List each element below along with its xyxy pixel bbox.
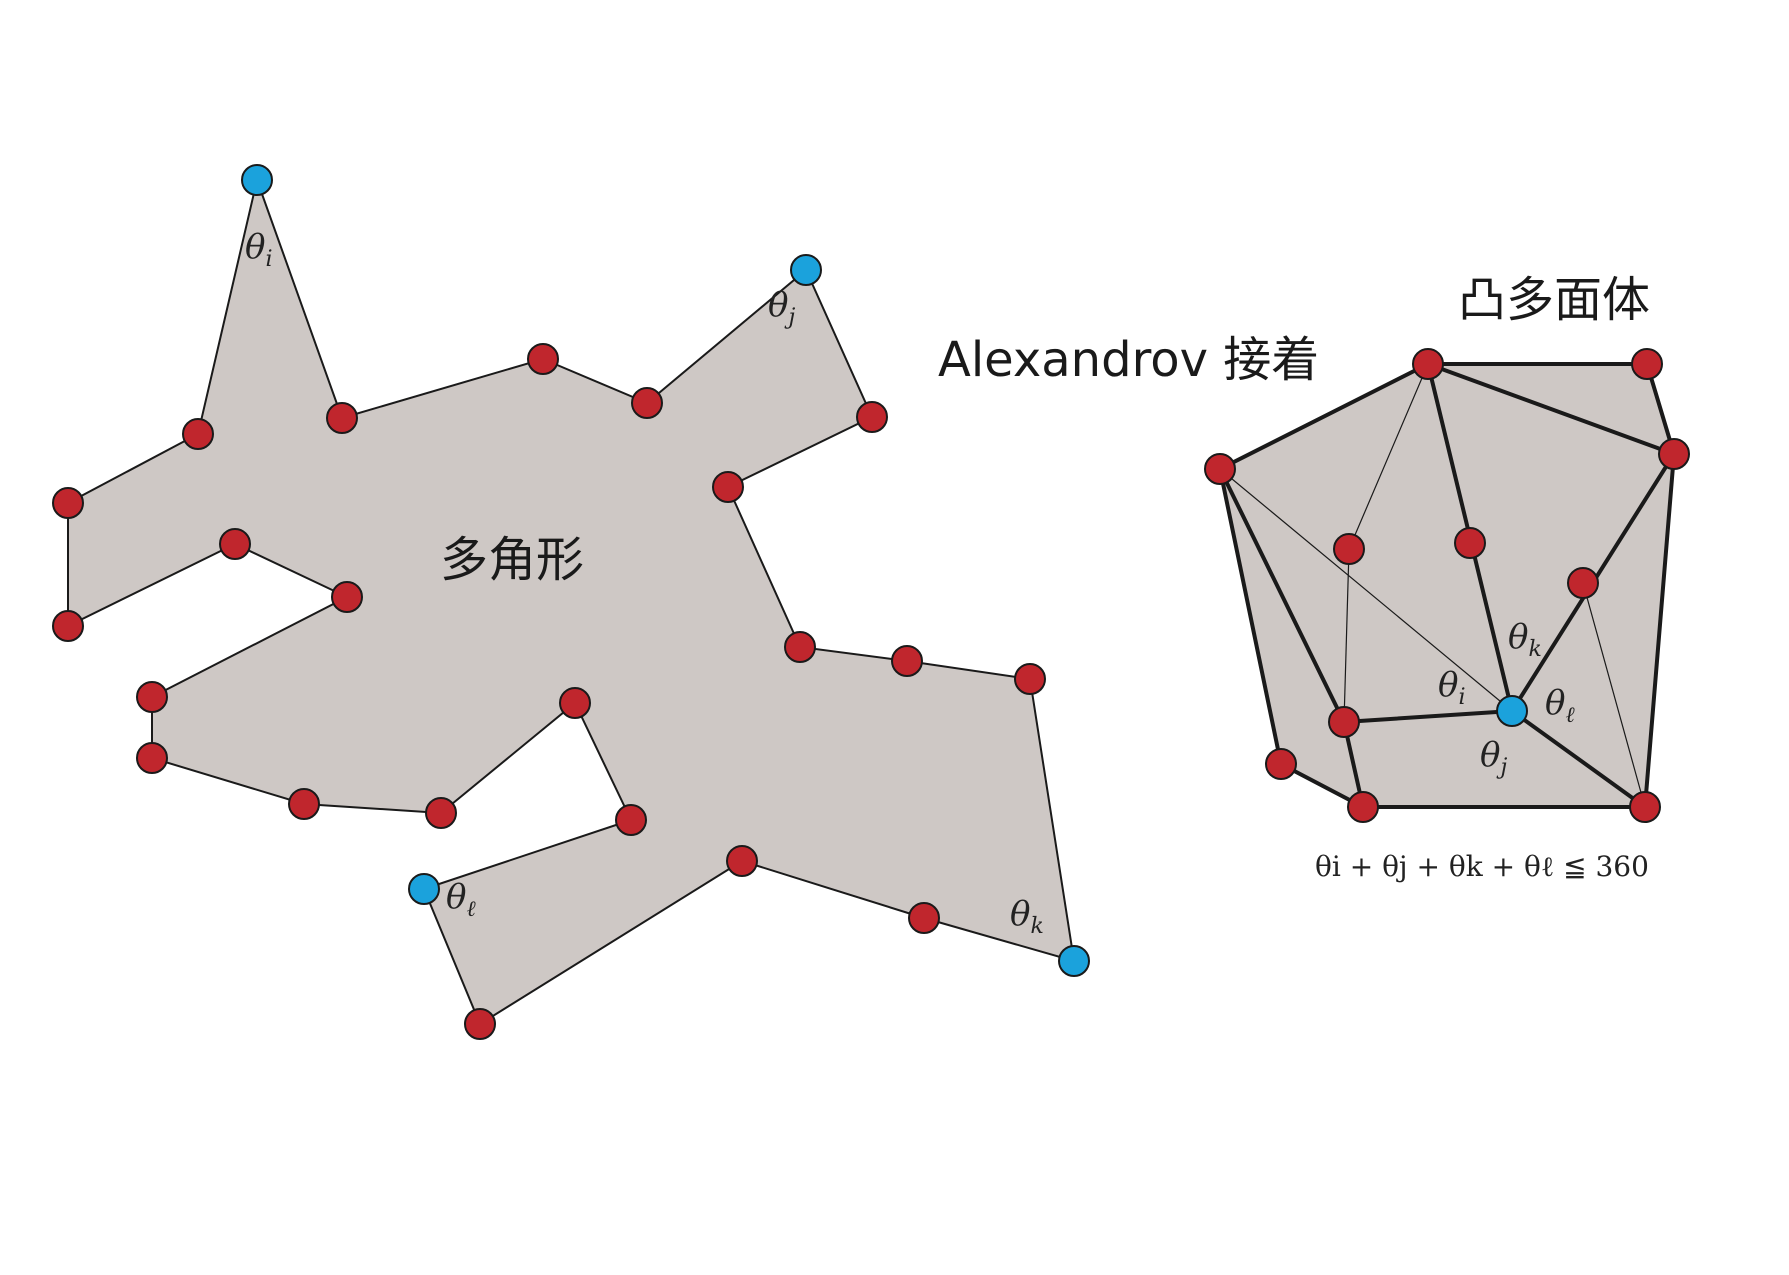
vertex [425,797,457,829]
vertex [182,418,214,450]
vertex-theta-l [408,873,440,905]
vertex [726,845,758,877]
polyhedron-blue-vertex [1496,695,1528,727]
poly-angle-label-theta-j: θj [1480,735,1507,780]
vertex [1412,348,1444,380]
vertex [52,610,84,642]
vertex [288,788,320,820]
polyhedron-thin-edges [1219,363,1646,808]
polygon-red-vertices [52,343,1046,1040]
vertex [1454,527,1486,559]
vertex [464,1008,496,1040]
vertex [615,804,647,836]
vertex-theta-k [1058,945,1090,977]
vertex [1014,663,1046,695]
vertex [712,471,744,503]
vertex [52,487,84,519]
vertex [1567,567,1599,599]
vertex [326,402,358,434]
vertex [1204,453,1236,485]
polyhedron-title: 凸多面体 [1458,272,1650,328]
vertex [784,631,816,663]
vertex [631,387,663,419]
polygon-shape [67,176,1076,1026]
vertex [856,401,888,433]
angle-sum-formula: θi + θj + θk + θℓ ≦ 360 [1315,850,1649,883]
vertex [1265,748,1297,780]
vertex [1629,791,1661,823]
polygon-figure: θi θj θk θℓ 多角形 [52,164,1090,1040]
vertex [219,528,251,560]
vertex [136,681,168,713]
poly-angle-label-theta-k: θk [1508,617,1542,662]
angle-label-theta-i: θi [245,227,273,272]
angle-label-theta-k: θk [1010,894,1044,939]
angle-label-theta-l: θℓ [446,877,476,922]
vertex [559,687,591,719]
vertex [136,742,168,774]
alexandrov-gluing-label: Alexandrov 接着 [938,332,1319,388]
vertex [1333,533,1365,565]
polygon-title: 多角形 [440,532,584,588]
vertex [527,343,559,375]
polyhedron-red-vertices [1204,348,1690,823]
polyhedron-figure: θk θi θℓ θj 凸多面体 θi + θj + θk + θℓ ≦ 360 [1204,272,1690,883]
vertex [1328,706,1360,738]
angle-label-theta-j: θj [768,285,795,330]
vertex-theta-i [241,164,273,196]
vertex [1658,438,1690,470]
vertex [331,581,363,613]
vertex [1347,791,1379,823]
poly-angle-label-theta-i: θi [1438,665,1466,710]
polygon-blue-vertices [241,164,1090,977]
vertex [891,645,923,677]
poly-angle-label-theta-l: θℓ [1545,683,1575,728]
vertex-theta-j [790,254,822,286]
vertex [1631,348,1663,380]
vertex [908,902,940,934]
